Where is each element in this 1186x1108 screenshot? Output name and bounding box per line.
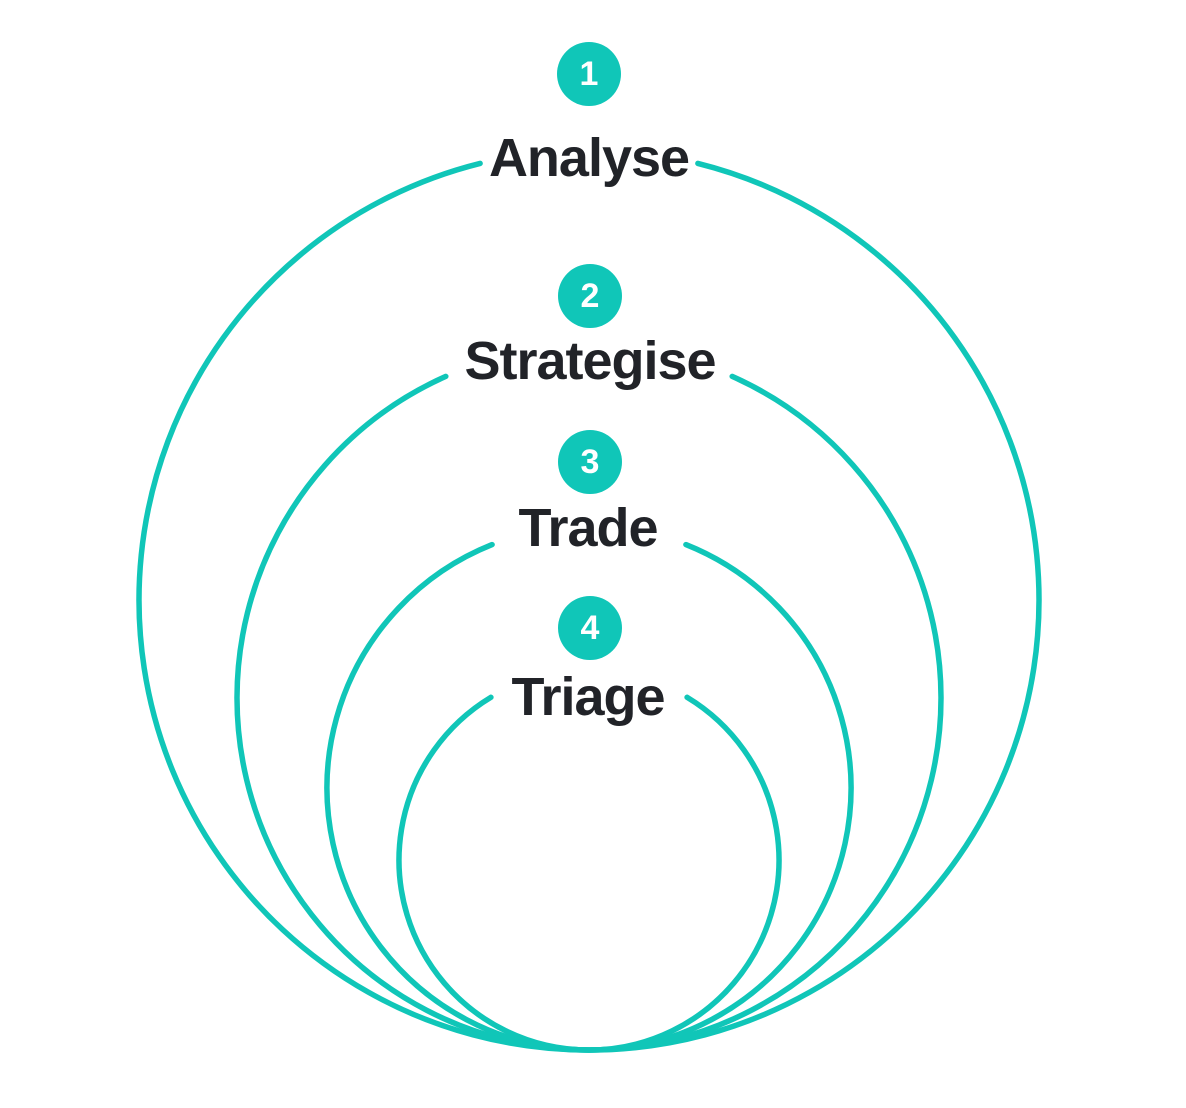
- step-number-badge-4: 4: [558, 596, 622, 660]
- step-number-1: 1: [579, 54, 599, 93]
- step-label-analyse: Analyse: [488, 128, 690, 188]
- step-label-trade: Trade: [518, 498, 658, 558]
- step-number-4: 4: [580, 608, 600, 647]
- step-number-2: 2: [580, 276, 600, 315]
- step-number-badge-2: 2: [558, 264, 622, 328]
- step-label-triage: Triage: [511, 667, 665, 727]
- step-label-strategise: Strategise: [464, 331, 716, 391]
- circle-arc-triage: [396, 694, 782, 1053]
- step-number-badge-3: 3: [558, 430, 622, 494]
- step-number-badge-1: 1: [557, 42, 621, 106]
- step-number-3: 3: [580, 442, 600, 481]
